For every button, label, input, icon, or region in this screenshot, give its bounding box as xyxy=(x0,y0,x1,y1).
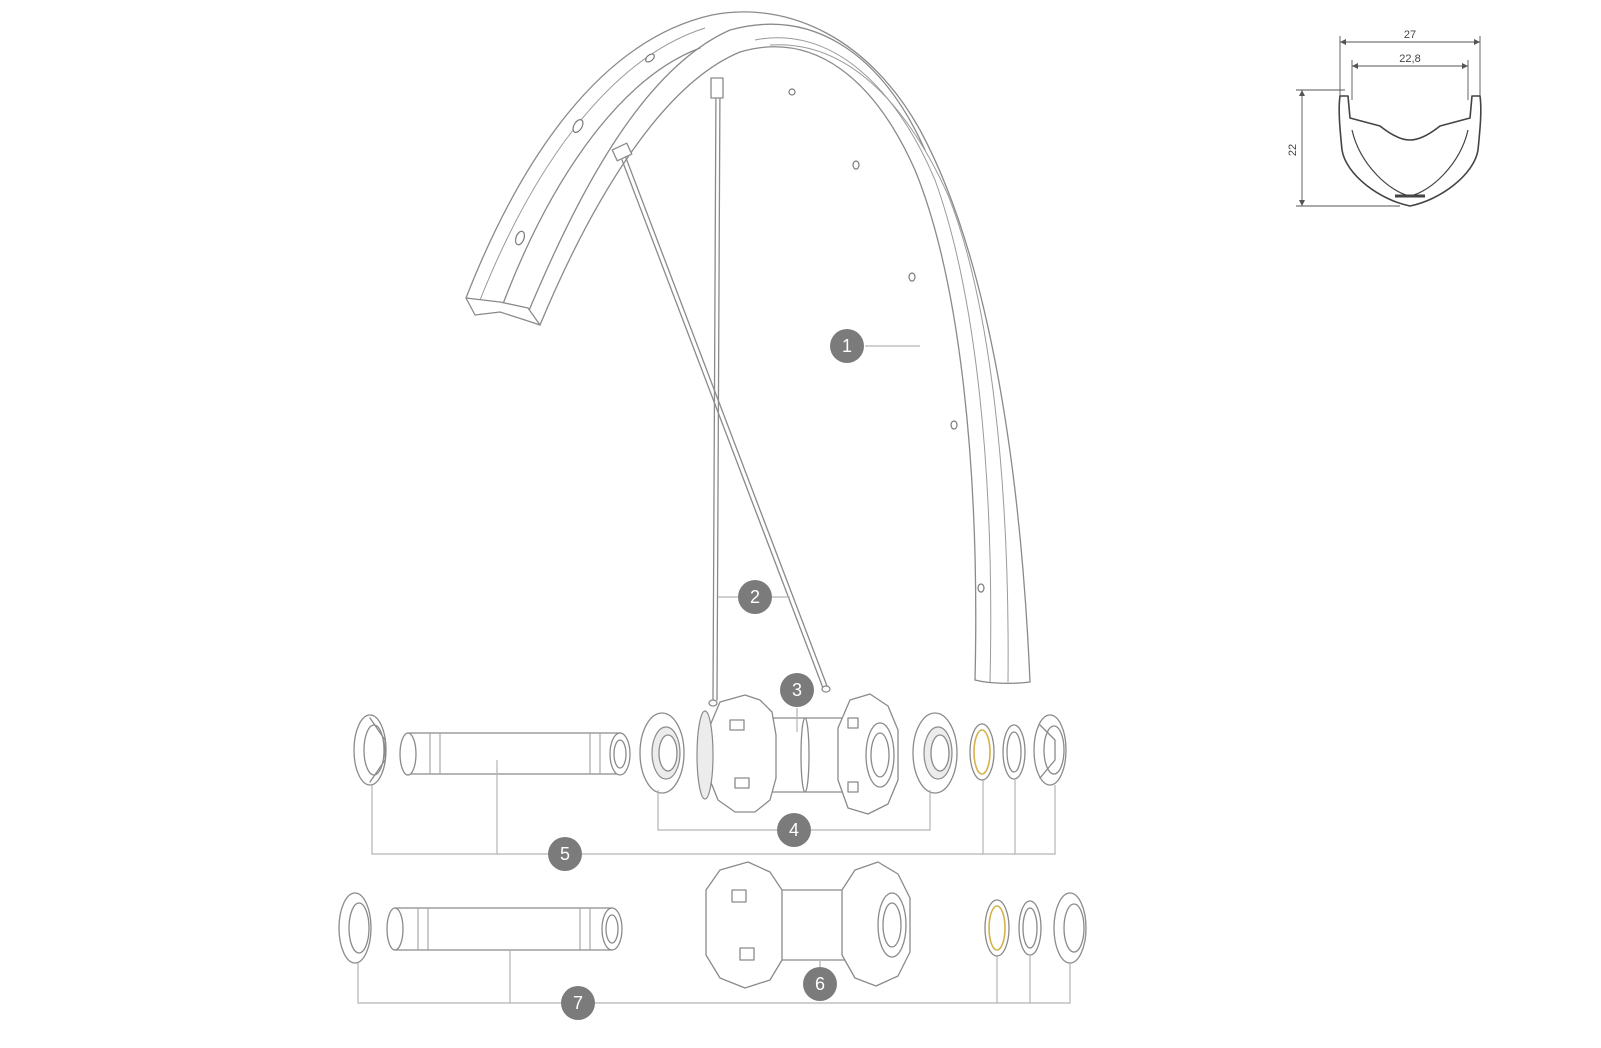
rim-profile: 27 22,8 22 xyxy=(1287,29,1482,207)
callout-7: 7 xyxy=(561,986,595,1020)
svg-text:4: 4 xyxy=(789,820,799,840)
callout-4: 4 xyxy=(777,813,811,847)
svg-text:7: 7 xyxy=(573,993,583,1013)
callout-2: 2 xyxy=(738,580,772,614)
callout-1: 1 xyxy=(830,329,864,363)
hub-assembly-row1 xyxy=(353,693,1067,815)
svg-text:3: 3 xyxy=(792,680,802,700)
spokes xyxy=(611,77,831,707)
outer-width-label: 27 xyxy=(1404,29,1416,41)
callout-5: 5 xyxy=(548,837,582,871)
svg-text:1: 1 xyxy=(842,336,852,356)
hub-assembly-row2 xyxy=(338,861,1087,989)
svg-text:6: 6 xyxy=(815,974,825,994)
callout-6: 6 xyxy=(803,967,837,1001)
height-label: 22 xyxy=(1287,144,1299,156)
svg-text:2: 2 xyxy=(750,587,760,607)
svg-text:5: 5 xyxy=(560,844,570,864)
inner-width-label: 22,8 xyxy=(1399,53,1420,65)
callout-3: 3 xyxy=(780,673,814,707)
